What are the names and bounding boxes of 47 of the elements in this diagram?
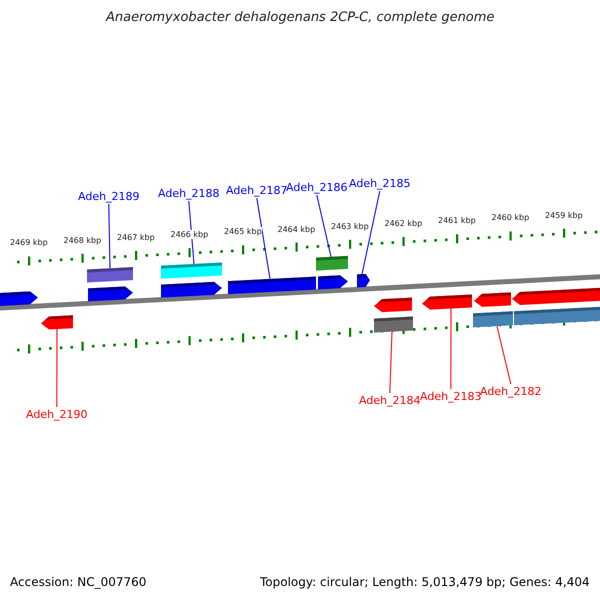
leader-line [188, 200, 194, 264]
leader-line [450, 308, 452, 390]
feature-bar [87, 267, 133, 282]
gene-feature [357, 274, 370, 288]
title: Anaeromyxobacter dehalogenans 2CP-C, complete genome [106, 10, 494, 25]
position-label: 2467 kbp [117, 232, 155, 242]
gene-label: Adeh_2189 [78, 190, 140, 203]
gene-label: Adeh_2185 [349, 177, 411, 190]
gene-feature [318, 275, 348, 290]
gene-label: Adeh_2182 [480, 385, 542, 398]
gene-feature [0, 291, 38, 306]
gene-feature [161, 282, 222, 298]
leader-line [56, 328, 58, 408]
position-label: 2460 kbp [492, 213, 530, 222]
gene-label: Adeh_2186 [286, 181, 348, 194]
position-label: 2463 kbp [331, 222, 369, 231]
gene-label: Adeh_2184 [359, 394, 421, 407]
position-label: 2466 kbp [170, 230, 208, 240]
gene-feature [88, 286, 133, 302]
leader-line [256, 198, 270, 280]
footer-text: Accession: NC_007760 [10, 575, 146, 589]
position-label: 2468 kbp [64, 236, 102, 245]
leader-line [316, 194, 332, 258]
gene-label: Adeh_2190 [26, 408, 88, 421]
position-label: 2462 kbp [384, 219, 422, 228]
feature-bar [473, 311, 513, 328]
gene-feature [41, 315, 73, 330]
leader-line [496, 326, 512, 384]
position-label: 2459 kbp [545, 210, 583, 220]
gene-label: Adeh_2183 [420, 390, 482, 403]
position-label: 2465 kbp [224, 227, 262, 236]
feature-bar [316, 256, 348, 271]
position-label: 2464 kbp [278, 224, 316, 234]
leader-line [389, 331, 392, 394]
leader-line [108, 204, 110, 269]
gene-feature [474, 292, 511, 307]
feature-bar [228, 276, 316, 294]
feature-bar [161, 262, 222, 279]
position-label: 2461 kbp [438, 216, 476, 226]
gene-label: Adeh_2188 [158, 187, 220, 200]
gene-label: Adeh_2187 [226, 184, 288, 197]
gene-feature [422, 294, 472, 310]
position-label: 2469 kbp [10, 238, 48, 248]
footer-text: Topology: circular; Length: 5,013,479 bp; Genes: 4,404 [260, 575, 590, 589]
gene-feature [374, 298, 412, 312]
feature-bar [374, 316, 413, 333]
leader-line [362, 190, 380, 275]
